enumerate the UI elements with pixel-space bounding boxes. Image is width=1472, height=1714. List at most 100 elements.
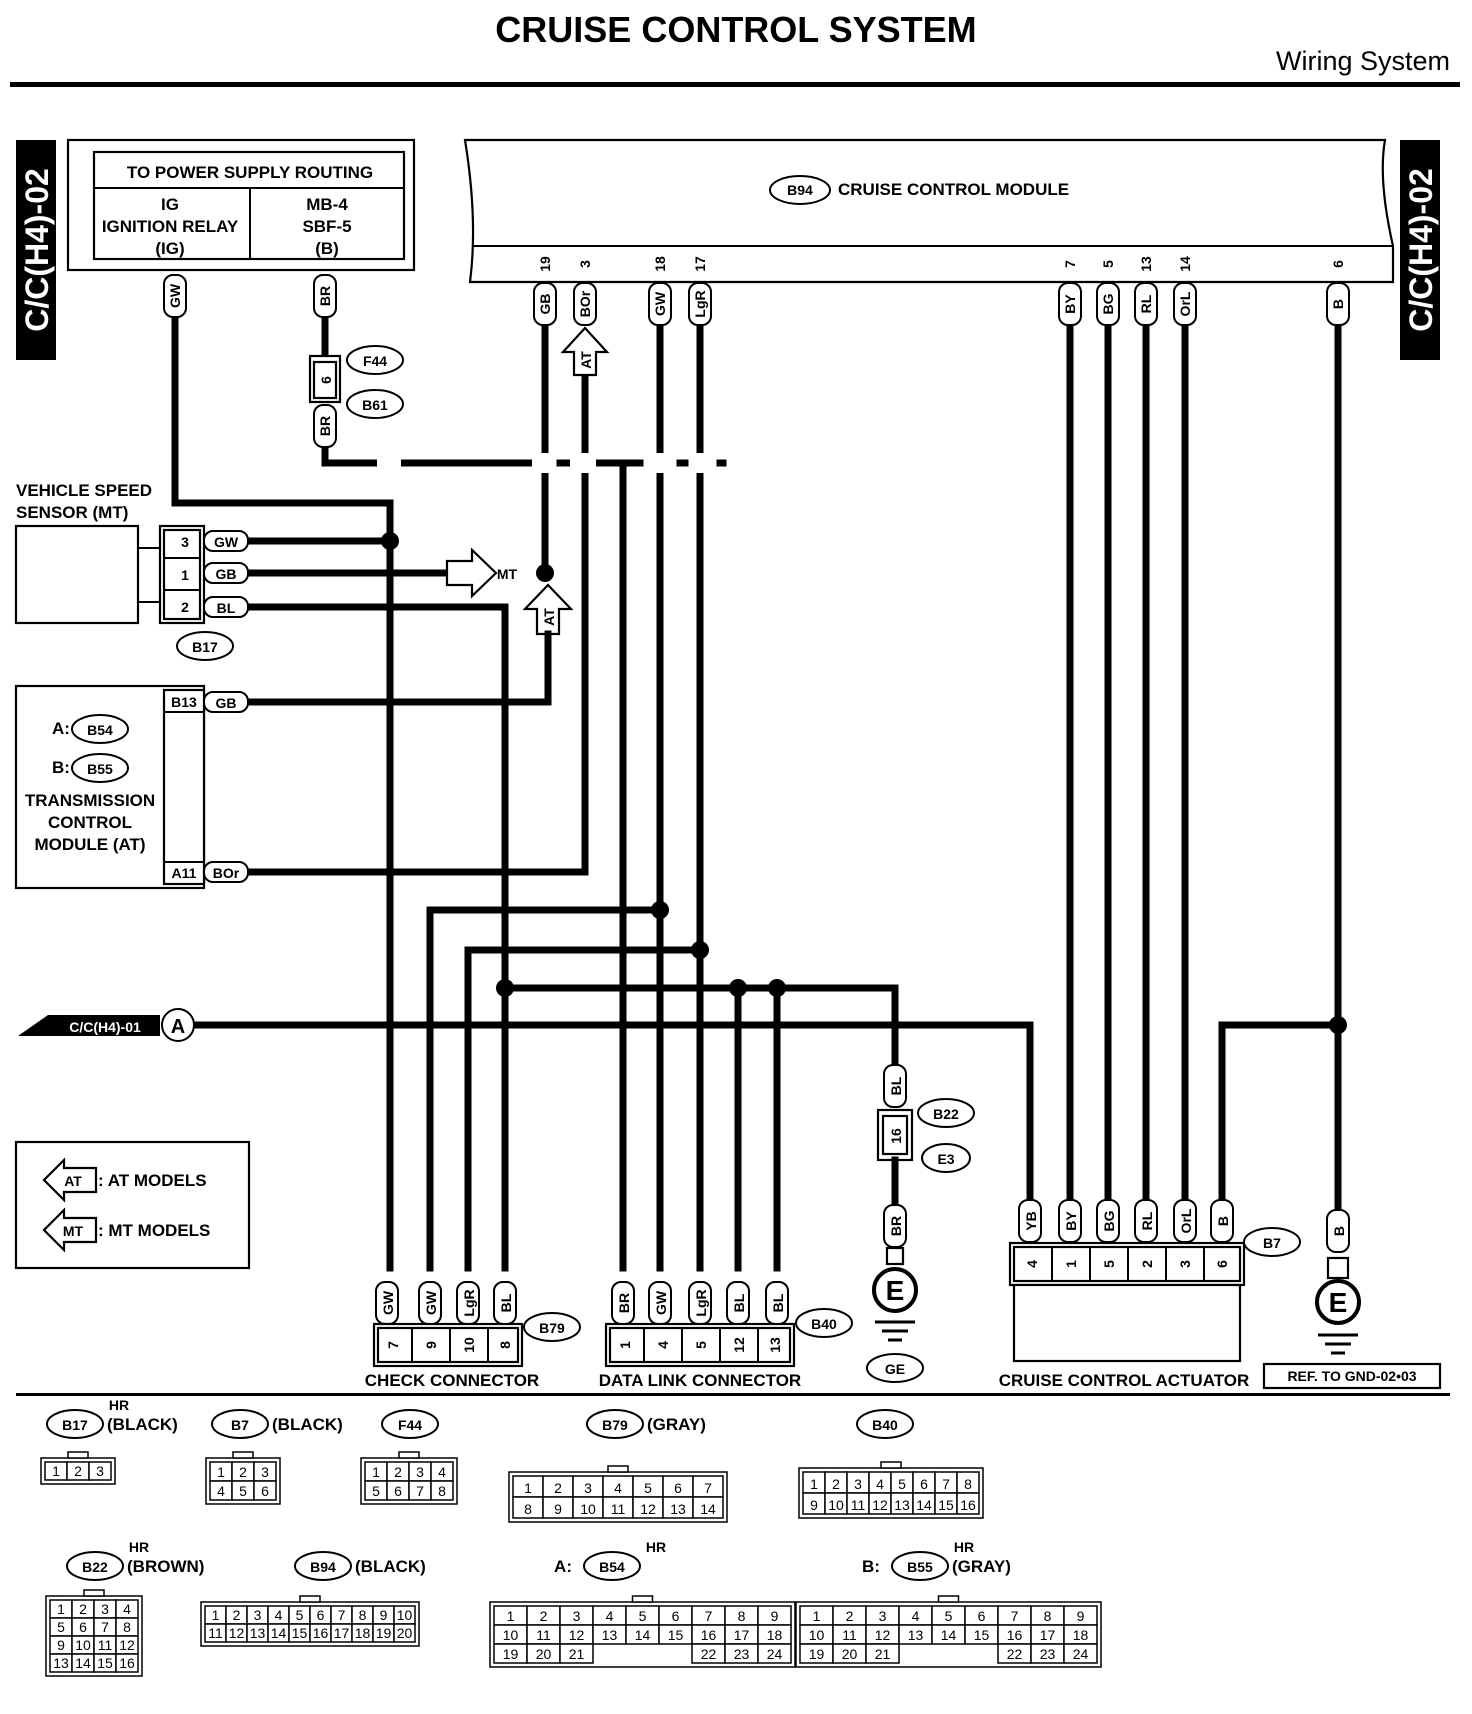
junction-dot-icon [691, 941, 709, 959]
svg-text:OrL: OrL [1177, 291, 1193, 316]
wire-lgr-check [464, 946, 704, 1272]
connector-view-pin: 1 [810, 1476, 818, 1492]
module-connector-id [769, 175, 831, 205]
svg-text:BY: BY [1062, 294, 1078, 314]
svg-text:4: 4 [655, 1341, 671, 1349]
vss-wire-2: GB [216, 566, 237, 582]
connector-view-pin: 21 [569, 1646, 585, 1662]
junctions [381, 532, 1347, 1034]
fuse-lower-id: B61 [362, 397, 388, 413]
vehicle-speed-sensor: VEHICLE SPEED SENSOR (MT) 3 1 2 GW GB BL… [14, 481, 249, 661]
ground-icon [872, 1267, 918, 1313]
connector-view-pin: 6 [394, 1483, 402, 1499]
connector-view-pin: 9 [380, 1607, 388, 1623]
legend-mt-icon: MT [63, 1223, 84, 1239]
power-wire-labels: GW BR BR [163, 274, 337, 448]
svg-text:3: 3 [577, 260, 593, 268]
power-supply-title: TO POWER SUPPLY ROUTING [127, 163, 373, 182]
connector-view-pin: 8 [1044, 1608, 1052, 1624]
power-supply-box: TO POWER SUPPLY ROUTING IG IGNITION RELA… [66, 138, 416, 272]
svg-text:LgR: LgR [692, 290, 708, 317]
vss-connector-id: B17 [192, 639, 218, 655]
svg-text:GW: GW [653, 1290, 669, 1315]
tcm-wire-1: GB [216, 695, 237, 711]
left-tab: C/C(H4)-02 [16, 140, 56, 360]
tcm-a-label: A: [52, 719, 70, 738]
connector-view-pin: 17 [334, 1625, 350, 1641]
connector-view-pin: 11 [536, 1627, 551, 1643]
tcm-name-1: TRANSMISSION [25, 791, 155, 810]
module-name: CRUISE CONTROL MODULE [838, 180, 1069, 199]
svg-text:13: 13 [767, 1337, 783, 1353]
connector-view-pin: 3 [854, 1476, 862, 1492]
connector-view-pin: 1 [212, 1607, 220, 1623]
connector-view-id: B79 [602, 1417, 628, 1433]
svg-text:BL: BL [770, 1293, 786, 1312]
connector-view-pin: 2 [233, 1607, 241, 1623]
crossing-gaps [321, 453, 727, 473]
svg-text:BL: BL [498, 1293, 514, 1312]
connector-view-pin: 16 [119, 1655, 135, 1671]
connector-view-color: (GRAY) [952, 1557, 1011, 1576]
svg-text:BR: BR [888, 1216, 904, 1236]
mb-line1: MB-4 [306, 195, 348, 214]
svg-text:3: 3 [1177, 1260, 1193, 1268]
connector-view-pin: 3 [101, 1601, 109, 1617]
connector-view-pin: 10 [503, 1627, 519, 1643]
module-pin-6: 6 B [1326, 260, 1350, 326]
ig-line1: IG [161, 195, 179, 214]
connector-view-pin: 15 [668, 1627, 684, 1643]
svg-text:13: 13 [1138, 256, 1154, 272]
module-pin-7: 7 BY [1058, 260, 1082, 326]
svg-text:12: 12 [731, 1337, 747, 1353]
tcm-a-conn: B54 [87, 722, 113, 738]
svg-text:2: 2 [1139, 1260, 1155, 1268]
svg-text:B: B [1331, 1226, 1347, 1236]
connector-view-pin: 19 [376, 1625, 392, 1641]
tcm-name-3: MODULE (AT) [34, 835, 145, 854]
tcm-pin-2: A11 [172, 865, 197, 881]
connector-view-pin: 4 [614, 1480, 622, 1496]
wire-bor-3 [241, 366, 589, 876]
connector-view-pin: 2 [846, 1608, 854, 1624]
connector-view-pin: 4 [912, 1608, 920, 1624]
wire-b-actuator [1218, 1021, 1342, 1204]
svg-text:B: B [1330, 299, 1346, 309]
connector-view-pin: 14 [635, 1627, 651, 1643]
svg-text:LgR: LgR [693, 1289, 709, 1316]
connector-view-id: F44 [398, 1417, 422, 1433]
connector-view-pin: 2 [554, 1480, 562, 1496]
wire-tcm-gb [241, 664, 552, 706]
wire-vss-bl [241, 603, 509, 992]
connector-view-id: B55 [907, 1559, 933, 1575]
svg-text:18: 18 [652, 256, 668, 272]
svg-text:17: 17 [692, 256, 708, 272]
connector-view-pin: 5 [296, 1607, 304, 1623]
wire-yb-a [191, 1021, 1034, 1204]
connector-view-pin: 20 [842, 1646, 858, 1662]
connector-view-pin: 5 [644, 1480, 652, 1496]
svg-text:RL: RL [1139, 1211, 1155, 1230]
connector-view-pin: 22 [701, 1646, 717, 1662]
ground-conn-upper: B22 [933, 1106, 959, 1122]
svg-text:BG: BG [1100, 293, 1116, 314]
tcm-name-2: CONTROL [48, 813, 132, 832]
right-tab: C/C(H4)-02 [1400, 140, 1440, 360]
transmission-control-module: B13 A11 GB BOr A: B54 B: B55 TRANSMISSIO… [14, 684, 249, 890]
connector-view-pin: 1 [507, 1608, 515, 1624]
connector-view-pin: 1 [57, 1601, 65, 1617]
legend-at-text: : AT MODELS [98, 1171, 207, 1190]
svg-text:6: 6 [318, 376, 334, 384]
connector-view-pin: 13 [250, 1625, 266, 1641]
module-pin-5: 5 BG [1096, 260, 1120, 326]
connector-view-pin: 19 [503, 1646, 519, 1662]
svg-text:GW: GW [380, 1290, 396, 1315]
ig-line2: IGNITION RELAY [102, 217, 239, 236]
connector-view-id: B40 [872, 1417, 898, 1433]
svg-text:8: 8 [497, 1341, 513, 1349]
ground-right-e: E [1329, 1287, 1348, 1318]
